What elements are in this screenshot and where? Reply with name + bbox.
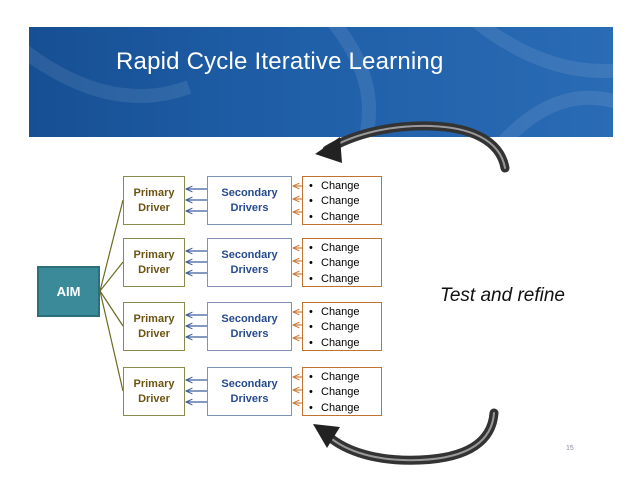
change-ideas-box: ChangeChangeChange (302, 367, 382, 416)
change-ideas-box: ChangeChangeChange (302, 238, 382, 287)
cycle-arrow-bottom (313, 408, 499, 465)
aim-connector-line (99, 290, 124, 392)
change-item: Change (309, 370, 381, 385)
curved-arrow-icon (313, 424, 340, 448)
change-item: Change (309, 320, 381, 335)
test-and-refine-label: Test and refine (440, 285, 565, 306)
aim-connector-line (99, 199, 124, 292)
aim-connector-line (99, 261, 124, 292)
change-item: Change (309, 256, 381, 271)
change-ideas-box: ChangeChangeChange (302, 176, 382, 225)
change-item: Change (309, 305, 381, 320)
change-ideas-box: ChangeChangeChange (302, 302, 382, 351)
change-item: Change (309, 336, 381, 351)
page-number: 15 (566, 445, 574, 452)
slide-title: Rapid Cycle Iterative Learning (116, 48, 444, 75)
cycle-arrow-top (315, 121, 510, 173)
change-item: Change (309, 272, 381, 287)
change-item: Change (309, 401, 381, 416)
banner-pattern (29, 27, 613, 137)
change-item: Change (309, 210, 381, 225)
change-item: Change (309, 385, 381, 400)
aim-box: AIM (37, 266, 100, 317)
change-item: Change (309, 241, 381, 256)
change-item: Change (309, 194, 381, 209)
change-item: Change (309, 179, 381, 194)
title-banner (29, 27, 613, 137)
aim-label: AIM (56, 284, 81, 299)
curved-arrow-icon (315, 137, 342, 163)
aim-connector-line (99, 290, 124, 327)
